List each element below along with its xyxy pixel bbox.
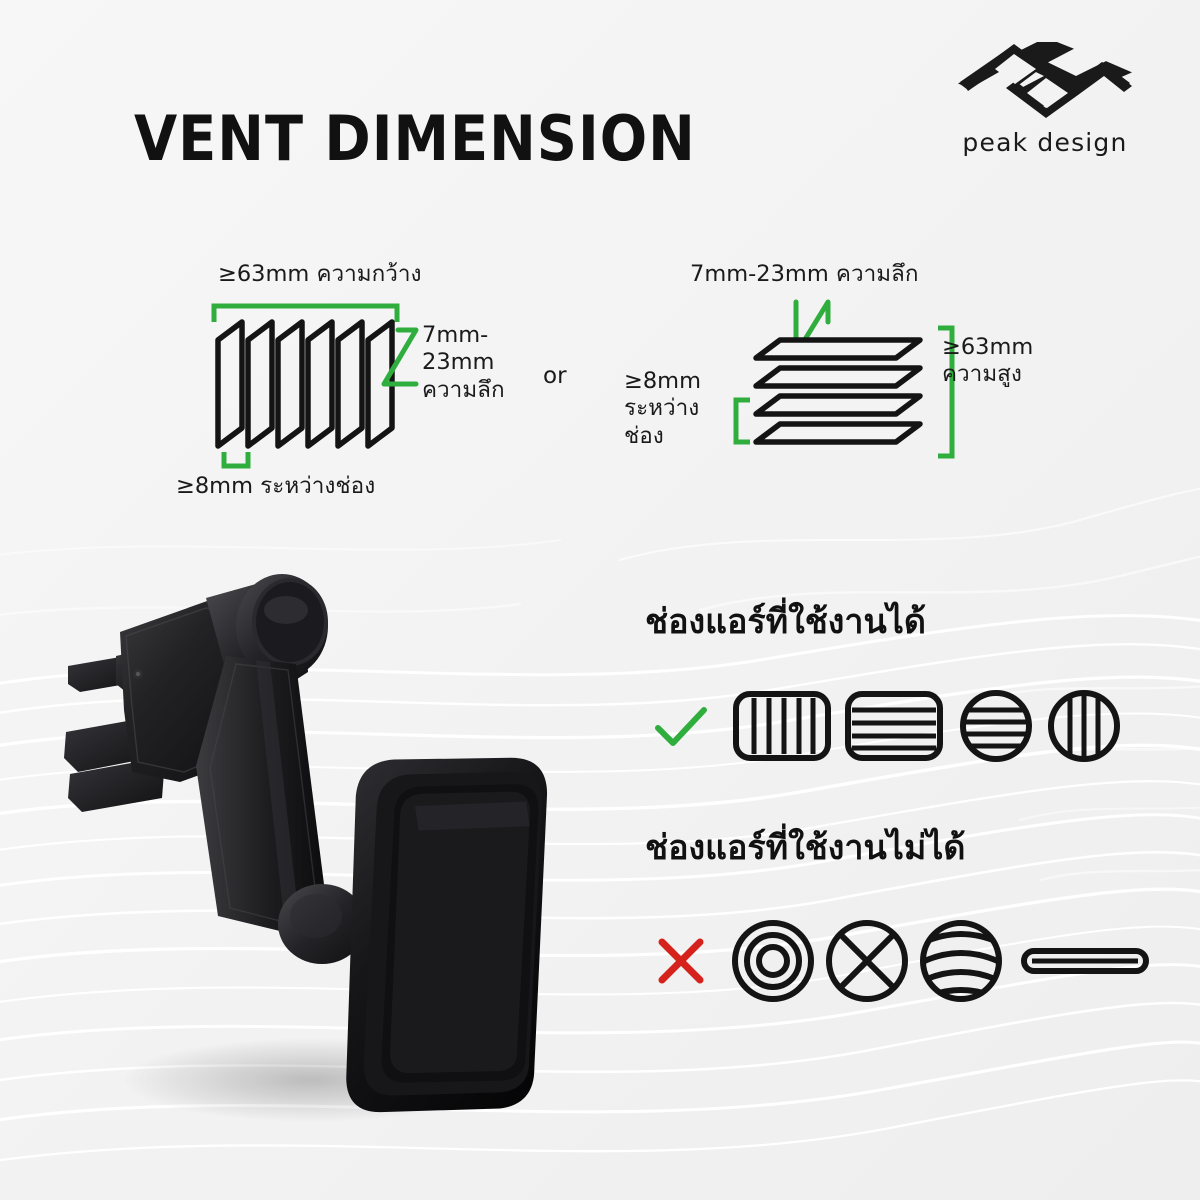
vertical-gap-label: ≥8mm ระหว่างช่อง bbox=[176, 473, 376, 499]
horizontal-height-line2: ความสูง bbox=[942, 361, 1022, 388]
compatible-heading: ช่องแอร์ที่ใช้งานได้ bbox=[645, 602, 926, 642]
check-icon bbox=[655, 707, 707, 746]
page-title: VENT DIMENSION bbox=[134, 102, 696, 175]
vertical-depth-line2: 23mm bbox=[422, 349, 495, 376]
concentric-circles-icon bbox=[732, 920, 814, 1002]
cross-icon bbox=[658, 938, 704, 984]
horizontal-height-line1: ≥63mm bbox=[942, 334, 1034, 360]
circle-with-x-icon bbox=[826, 920, 908, 1002]
circle-horizontal-slats-icon bbox=[960, 690, 1032, 762]
magnetic-car-vent-mount-image bbox=[64, 574, 548, 1122]
vertical-depth-line3: ความลึก bbox=[422, 376, 505, 403]
vertical-slat-vent-diagram: ≥63mm ความกว้าง 7mm- 23mm ความลึก ≥8m bbox=[170, 261, 540, 522]
horizontal-gap-line1: ≥8mm bbox=[624, 368, 702, 394]
incompatible-heading: ช่องแอร์ที่ใช้งานไม่ได้ bbox=[645, 828, 966, 868]
horizontal-depth-label: 7mm-23mm ความลึก bbox=[690, 261, 919, 287]
vertical-width-label: ≥63mm ความกว้าง bbox=[218, 261, 422, 287]
circle-curved-slats-icon bbox=[920, 920, 1002, 1002]
horizontal-slat-vent-diagram: 7mm-23mm ความลึก ≥63mm ความสูง ≥8mm ระหว… bbox=[620, 261, 1060, 492]
thin-flat-bar-icon bbox=[1021, 948, 1149, 974]
vertical-depth-line1: 7mm- bbox=[422, 322, 489, 348]
circle-vertical-slats-icon bbox=[1048, 690, 1120, 762]
peak-design-chevron-logo-icon bbox=[958, 37, 1132, 118]
separator-or: or bbox=[543, 363, 567, 389]
rounded-rect-horizontal-slats-icon bbox=[845, 691, 943, 761]
horizontal-gap-line3: ช่อง bbox=[624, 422, 664, 449]
horizontal-height-label: ≥63mm ความสูง bbox=[942, 334, 1033, 389]
brand-logo: peak design bbox=[930, 37, 1160, 157]
vertical-depth-label: 7mm- 23mm ความลึก bbox=[422, 322, 505, 404]
incompatible-icon-row bbox=[652, 918, 1156, 1004]
horizontal-gap-line2: ระหว่าง bbox=[624, 395, 700, 422]
brand-wordmark: peak design bbox=[962, 128, 1128, 157]
rounded-rect-vertical-slats-icon bbox=[733, 691, 831, 761]
compatible-icon-row bbox=[650, 688, 1128, 764]
horizontal-gap-label: ≥8mm ระหว่าง ช่อง bbox=[624, 368, 701, 450]
